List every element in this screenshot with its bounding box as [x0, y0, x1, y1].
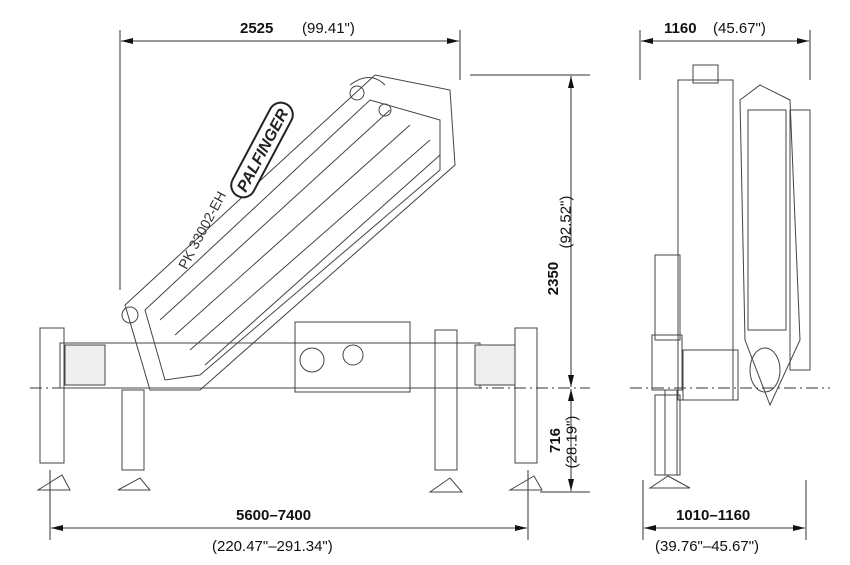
dim-2525: [119, 30, 461, 290]
crane-side-view: [36, 74, 543, 493]
dim-front-base-in: (39.76"–45.67"): [655, 538, 760, 555]
crane-front-view: [648, 64, 811, 489]
dim-outrigger-in: (220.47"–291.34"): [212, 538, 333, 555]
dim-716-in: (28.19"): [563, 415, 581, 469]
dim-vertical: [470, 74, 590, 493]
dim-716-mm: 716: [547, 427, 565, 454]
dim-1160-mm: 1160: [664, 20, 697, 37]
dim-2525-mm: 2525: [240, 20, 274, 37]
dim-outrigger-mm: 5600–7400: [236, 507, 312, 524]
svg-text:PK 33002-EH: PK 33002-EH: [175, 188, 229, 271]
dim-front-base-mm: 1010–1160: [676, 507, 751, 524]
dim-outrigger: [49, 470, 529, 540]
palfinger-logo: PALFINGER: [230, 101, 294, 199]
svg-text:PALFINGER: PALFINGER: [234, 106, 292, 195]
dim-1160-in: (45.67"): [713, 20, 766, 37]
dim-2350-mm: 2350: [545, 261, 563, 296]
dim-2525-in: (99.41"): [302, 20, 355, 37]
model-label: PK 33002-EH: [175, 188, 229, 271]
dim-1160: [639, 30, 811, 80]
dim-2350-in: (92.52"): [557, 195, 575, 249]
dim-front-base: [642, 480, 807, 540]
